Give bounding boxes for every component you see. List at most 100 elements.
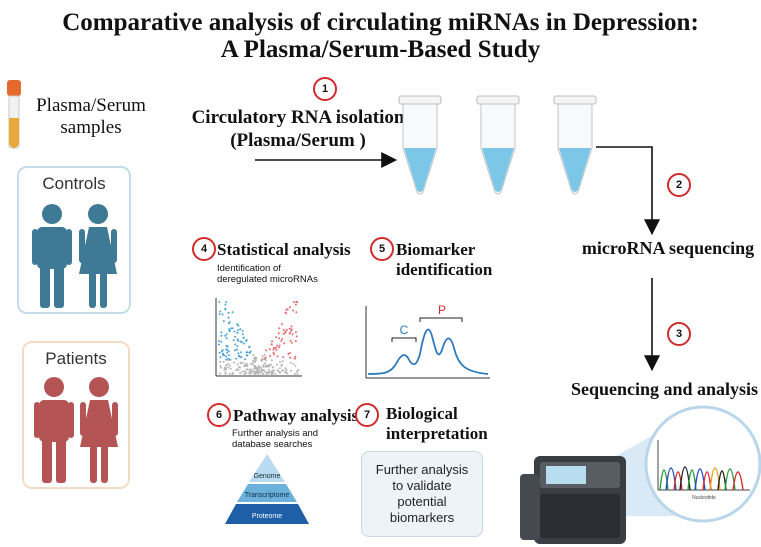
volcano-point — [269, 355, 271, 357]
volcano-point — [296, 301, 299, 303]
volcano-point — [265, 349, 268, 352]
volcano-point — [237, 354, 240, 357]
volcano-point — [278, 327, 281, 330]
volcano-point — [243, 342, 245, 345]
volcano-point — [284, 371, 287, 374]
volcano-point — [272, 353, 275, 356]
step-4-sub-line-2: deregulated microRNAs — [217, 274, 318, 285]
volcano-point — [219, 364, 222, 367]
volcano-point — [228, 364, 231, 367]
volcano-point — [224, 303, 227, 306]
volcano-point — [232, 339, 235, 342]
volcano-point — [225, 301, 228, 303]
volcano-point — [245, 339, 248, 341]
volcano-point — [270, 343, 273, 346]
volcano-point — [220, 331, 223, 334]
volcano-point — [250, 363, 253, 366]
volcano-point — [268, 348, 271, 351]
volcano-point — [236, 348, 239, 351]
step-5-label-line-2: identification — [396, 260, 493, 279]
volcano-point — [284, 330, 287, 333]
volcano-point — [225, 337, 228, 340]
volcano-point — [271, 359, 273, 362]
volcano-point — [231, 327, 234, 330]
step-6-label: Pathway analysis — [233, 406, 359, 425]
volcano-point — [281, 360, 284, 363]
volcano-point — [286, 372, 289, 375]
volcano-point — [225, 348, 228, 351]
volcano-point — [231, 311, 234, 314]
volcano-point — [220, 350, 223, 353]
box-line-4: biomarkers — [389, 510, 455, 525]
volcano-point — [254, 359, 257, 362]
volcano-point — [271, 373, 274, 375]
volcano-point — [225, 358, 228, 361]
volcano-point — [297, 368, 300, 371]
volcano-point — [218, 301, 221, 303]
volcano-point — [263, 362, 266, 365]
volcano-point — [254, 373, 257, 375]
step-6-badge: 6 — [207, 403, 231, 427]
title-line-2: A Plasma/Serum-Based Study — [220, 36, 541, 63]
box-line-2: to validate — [392, 478, 452, 493]
volcano-point — [218, 340, 220, 343]
volcano-point — [227, 354, 230, 357]
step-2-badge: 2 — [667, 173, 691, 197]
volcano-point — [267, 368, 270, 371]
volcano-point — [271, 340, 274, 343]
volcano-point — [280, 340, 283, 342]
volcano-point — [246, 363, 249, 366]
volcano-point — [262, 365, 265, 368]
volcano-point — [277, 332, 280, 335]
volcano-point — [249, 350, 252, 353]
volcano-point — [290, 328, 293, 331]
step-4-badge: 4 — [192, 237, 216, 261]
volcano-point — [288, 306, 291, 309]
controls-people-icon — [32, 204, 117, 308]
volcano-point — [237, 366, 240, 368]
samples-label-line-1: Plasma/Serum — [36, 95, 146, 116]
volcano-point — [266, 365, 269, 368]
volcano-point — [276, 355, 279, 358]
volcano-point — [263, 353, 266, 356]
volcano-point — [277, 346, 280, 349]
volcano-point — [278, 344, 281, 347]
volcano-point — [237, 324, 240, 327]
volcano-point — [295, 335, 298, 338]
volcano-point — [236, 338, 239, 341]
volcano-point — [293, 357, 296, 360]
volcano-point — [264, 359, 267, 362]
volcano-point — [248, 346, 251, 349]
volcano-point — [282, 332, 285, 335]
volcano-point — [225, 355, 228, 358]
volcano-point — [241, 333, 244, 336]
volcano-point — [218, 313, 221, 315]
volcano-point — [261, 372, 264, 375]
volcano-point — [261, 355, 264, 358]
volcano-point — [282, 329, 285, 332]
volcano-point — [282, 369, 284, 372]
step-6-sub-line-1: Further analysis and — [232, 428, 319, 439]
peak-c-label: C — [400, 323, 409, 337]
step-5-label-line-1: Biomarker — [396, 240, 476, 259]
volcano-point — [278, 337, 281, 340]
step-1-label-line-1: Circulatory RNA isolation — [191, 107, 405, 128]
volcano-point — [241, 370, 244, 373]
volcano-point — [295, 370, 298, 373]
biomarker-peaks-icon: C P — [365, 303, 490, 379]
volcano-point — [241, 329, 244, 332]
volcano-point — [224, 307, 227, 310]
volcano-point — [255, 366, 258, 369]
volcano-point — [227, 316, 230, 319]
volcano-point — [239, 372, 242, 375]
volcano-plot-icon — [215, 298, 302, 377]
volcano-point — [252, 354, 255, 357]
volcano-point — [258, 365, 261, 368]
pyramid-level-transcriptome: Transcriptome — [245, 492, 290, 499]
volcano-point — [273, 369, 275, 372]
volcano-point — [239, 328, 242, 331]
volcano-point — [255, 370, 258, 373]
volcano-point — [253, 367, 256, 370]
volcano-point — [272, 351, 275, 354]
